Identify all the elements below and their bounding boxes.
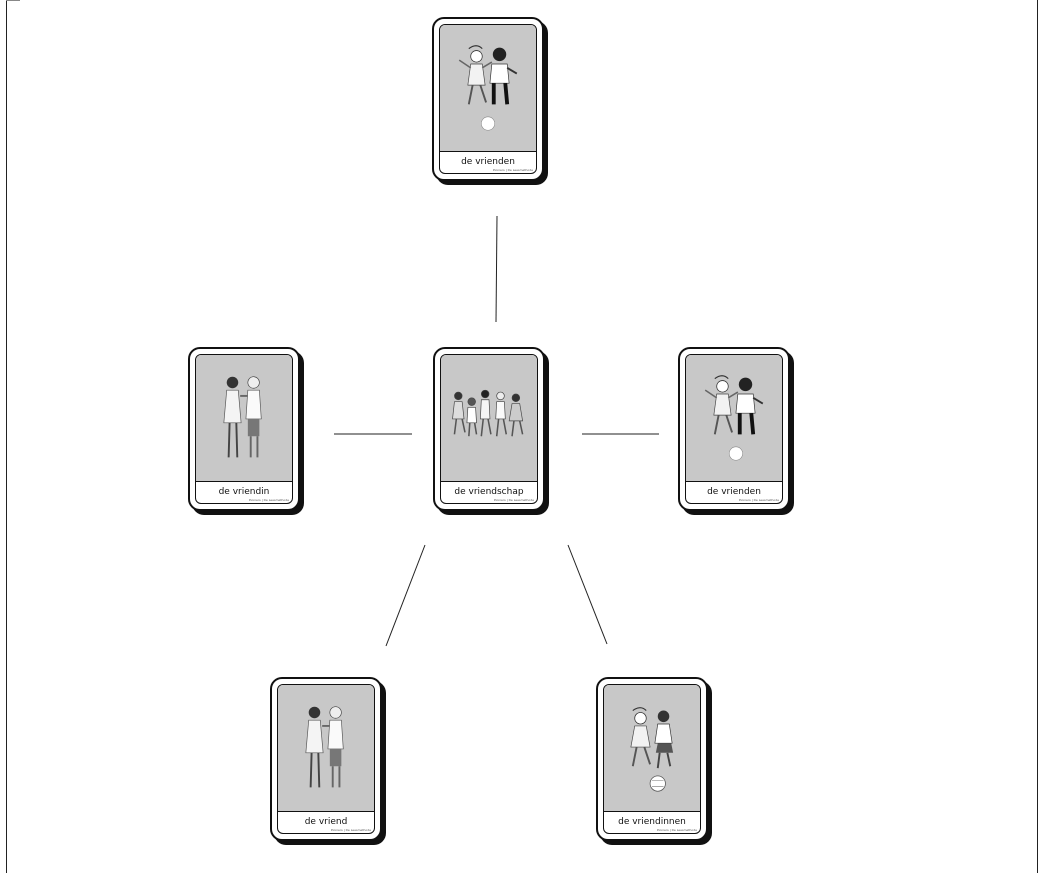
card-illustration	[278, 685, 374, 812]
card-illustration	[441, 355, 537, 482]
card-inner: de vriendschap Pioniers | De Leesmethode	[440, 354, 538, 504]
two-friends-illustration	[223, 376, 262, 458]
card-illustration	[440, 25, 536, 152]
football-players-illustration	[458, 45, 518, 131]
connector-center-bottom-left	[385, 544, 426, 647]
page-frame-left	[6, 0, 7, 873]
card-label: de vrienden	[707, 487, 761, 497]
card-credit: Pioniers | De Leesmethode	[493, 498, 534, 502]
card-inner: de vriendinnen Pioniers | De Leesmethode	[603, 684, 701, 834]
card-credit: Pioniers | De Leesmethode	[248, 498, 289, 502]
card-inner: de vrienden Pioniers | De Leesmethode	[685, 354, 783, 504]
card-credit: Pioniers | De Leesmethode	[738, 498, 779, 502]
card-illustration	[604, 685, 700, 812]
card-illustration	[196, 355, 292, 482]
word-card-center[interactable]: de vriendschap Pioniers | De Leesmethode	[433, 347, 545, 511]
word-card-bottom-right[interactable]: de vriendinnen Pioniers | De Leesmethode	[596, 677, 708, 841]
football-players-illustration	[704, 375, 764, 461]
card-inner: de vriendin Pioniers | De Leesmethode	[195, 354, 293, 504]
connector-center-bottom-right	[567, 544, 608, 645]
card-label: de vriend	[304, 817, 348, 827]
word-card-right[interactable]: de vrienden Pioniers | De Leesmethode	[678, 347, 790, 511]
card-label: de vriendschap	[454, 487, 524, 497]
card-credit: Pioniers | De Leesmethode	[330, 828, 371, 832]
card-credit: Pioniers | De Leesmethode	[492, 168, 533, 172]
card-credit: Pioniers | De Leesmethode	[656, 828, 697, 832]
page-frame-top-mark	[6, 0, 20, 1]
group-of-children-illustration	[452, 389, 524, 437]
word-card-top[interactable]: de vrienden Pioniers | De Leesmethode	[432, 17, 544, 181]
page-frame-right	[1037, 0, 1038, 873]
connector-center-top	[495, 215, 498, 323]
card-illustration	[686, 355, 782, 482]
card-inner: de vriend Pioniers | De Leesmethode	[277, 684, 375, 834]
card-label: de vriendinnen	[618, 817, 686, 827]
card-label: de vriendin	[218, 487, 270, 497]
card-inner: de vrienden Pioniers | De Leesmethode	[439, 24, 537, 174]
word-card-left[interactable]: de vriendin Pioniers | De Leesmethode	[188, 347, 300, 511]
two-friends-illustration	[305, 706, 344, 788]
word-card-bottom-left[interactable]: de vriend Pioniers | De Leesmethode	[270, 677, 382, 841]
two-girls-football-illustration	[630, 707, 674, 792]
card-label: de vrienden	[461, 157, 515, 167]
